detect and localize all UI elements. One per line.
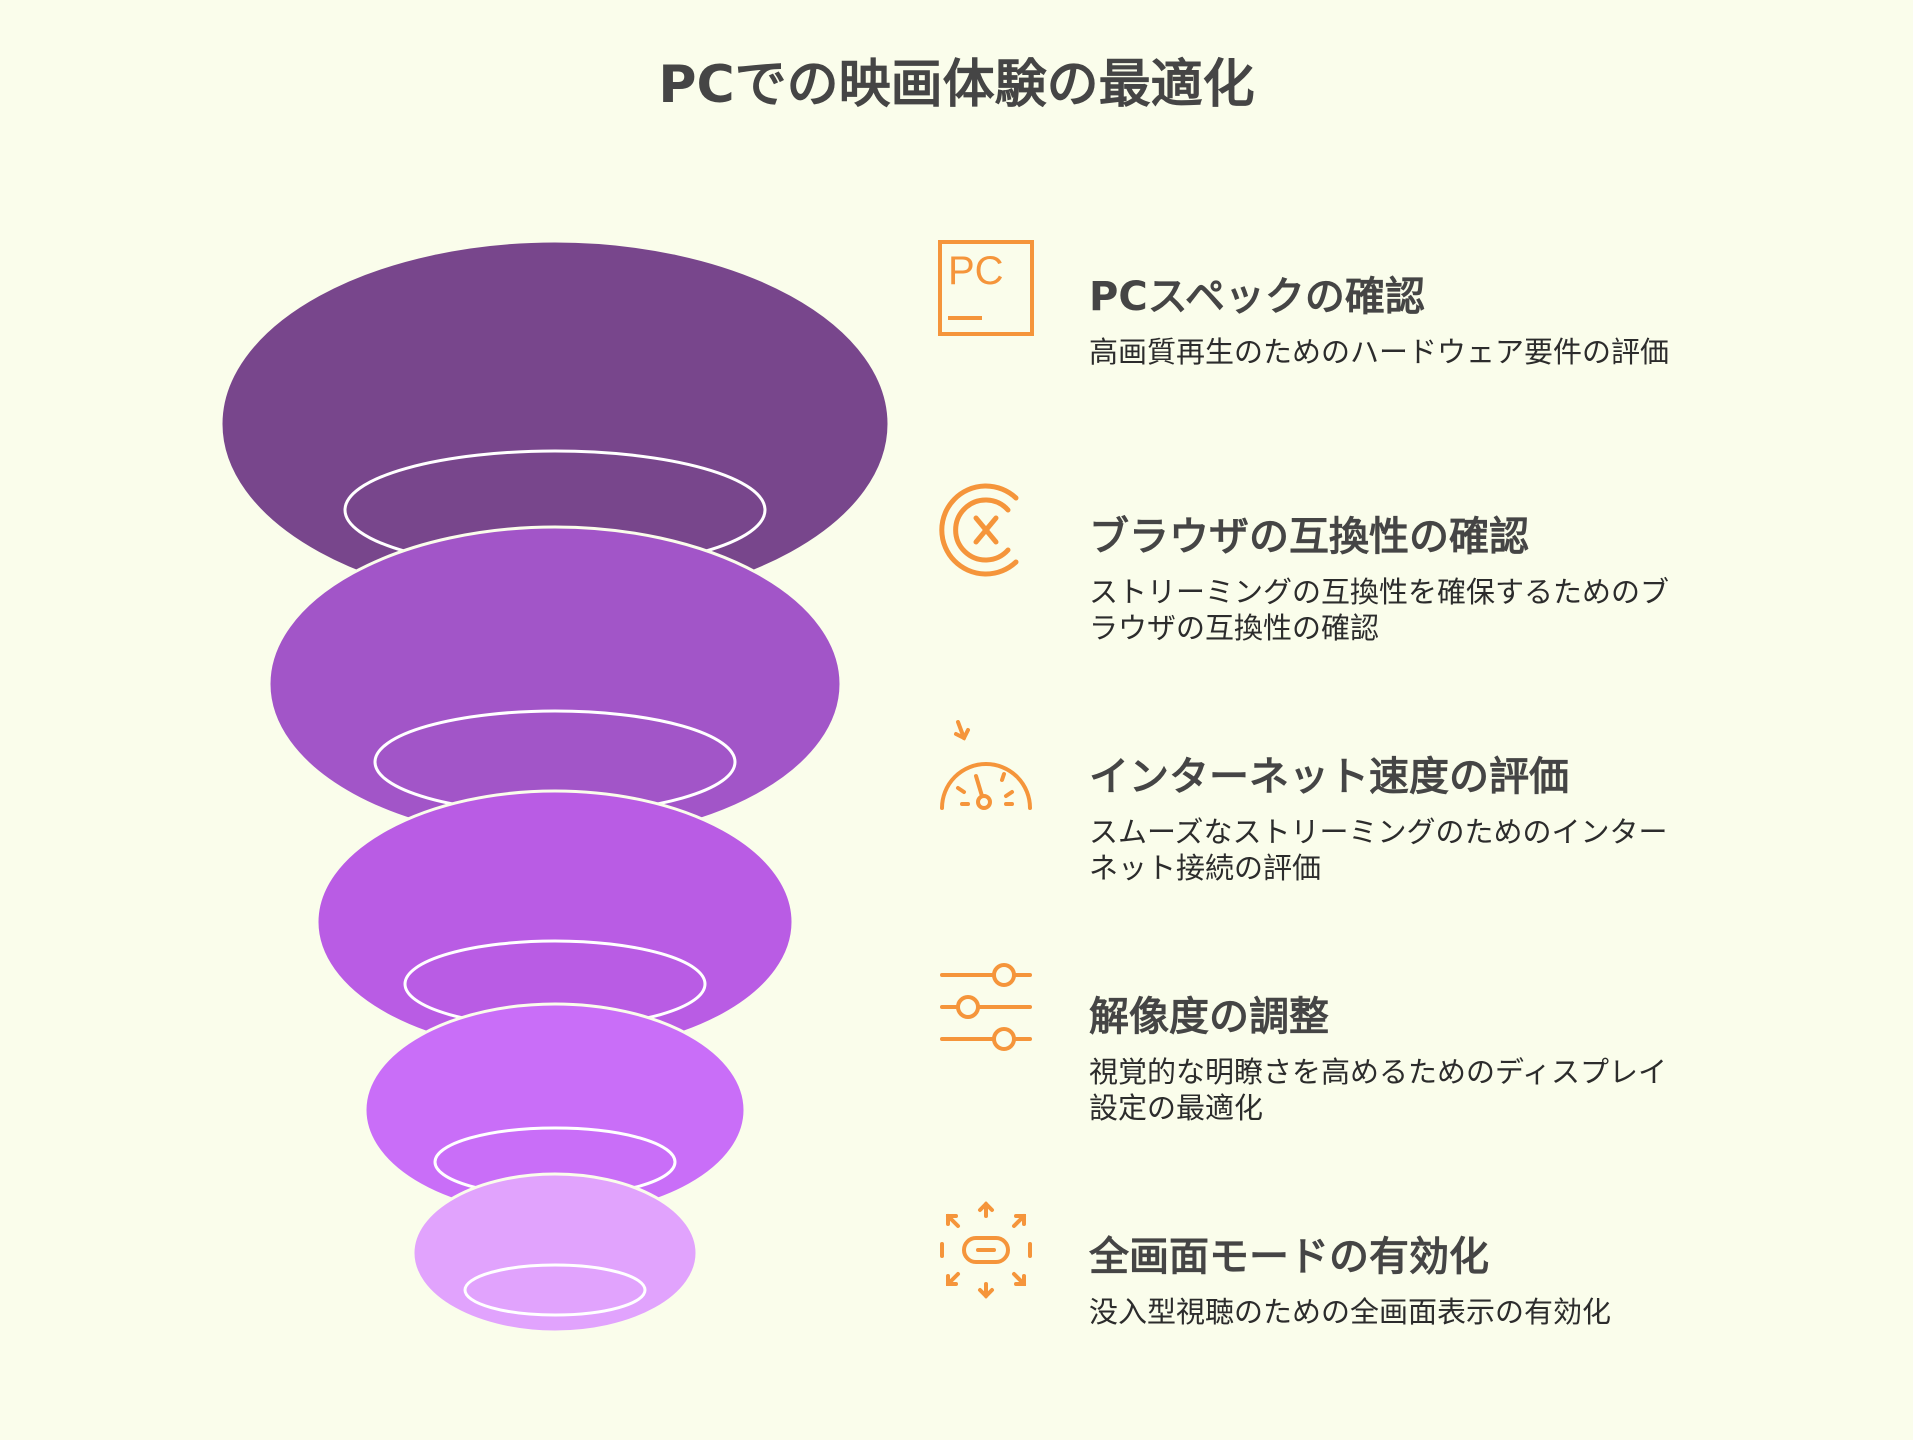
browser-compatibility-icon (939, 483, 1019, 577)
page-title: PCでの映画体験の最適化 (658, 55, 1255, 115)
svg-text:PC: PC (948, 249, 1004, 293)
step-description: 高画質再生のためのハードウェア要件の評価 (1089, 335, 1670, 369)
step-description: 没入型視聴のための全画面表示の有効化 (1089, 1295, 1612, 1329)
vr-fullscreen-icon (940, 1201, 1032, 1299)
step-title: ブラウザの互換性の確認 (1089, 514, 1529, 560)
step-description: スムーズなストリーミングのためのインターネット接続の評価 (1089, 815, 1668, 885)
step-description: ストリーミングの互換性を確保するためのブラウザの互換性の確認 (1089, 575, 1670, 645)
step-title: 全画面モードの有効化 (1089, 1234, 1489, 1280)
step-title: 解像度の調整 (1089, 994, 1329, 1040)
pc-icon: PC (938, 240, 1034, 336)
sliders-icon (940, 963, 1032, 1051)
speedometer-icon (940, 720, 1032, 810)
step-description: 視覚的な明瞭さを高めるためのディスプレイ設定の最適化 (1089, 1055, 1667, 1125)
step-title: PCスペックの確認 (1089, 274, 1425, 320)
step-title: インターネット速度の評価 (1089, 754, 1569, 800)
